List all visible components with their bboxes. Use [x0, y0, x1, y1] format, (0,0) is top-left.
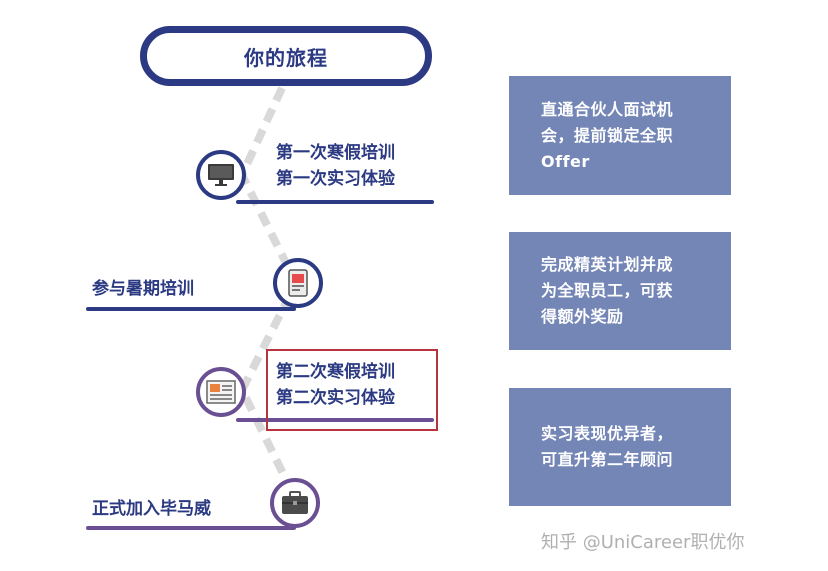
step-2-underline	[86, 307, 296, 311]
tablet-icon	[288, 269, 308, 297]
document-icon	[206, 380, 236, 404]
monitor-icon	[208, 164, 234, 186]
step-3-label: 第二次寒假培训 第二次实习体验	[276, 362, 395, 408]
briefcase-icon	[282, 491, 308, 514]
step-1-label: 第一次寒假培训 第一次实习体验	[276, 143, 395, 189]
step-3-icon-circle	[196, 367, 246, 417]
step-3-highlight-box	[266, 349, 438, 431]
benefit-card-3: 实习表现优异者， 可直升第二年顾问	[509, 388, 731, 506]
step-1-underline	[236, 200, 434, 204]
benefit-card-2: 完成精英计划并成 为全职员工，可获 得额外奖励	[509, 232, 731, 350]
benefit-card-1: 直通合伙人面试机 会，提前锁定全职 Offer	[509, 76, 731, 195]
step-1-icon-circle	[196, 150, 246, 200]
watermark: 知乎 @UniCareer职优你	[541, 532, 745, 553]
journey-title: 你的旅程	[244, 45, 328, 70]
step-3-underline	[236, 418, 434, 422]
step-4-icon-circle	[270, 478, 320, 528]
step-4-label: 正式加入毕马威	[92, 499, 211, 519]
step-4-underline	[86, 526, 296, 530]
step-2-icon-circle	[273, 258, 323, 308]
step-2-label: 参与暑期培训	[92, 279, 194, 299]
journey-title-pill: 你的旅程	[140, 26, 432, 86]
